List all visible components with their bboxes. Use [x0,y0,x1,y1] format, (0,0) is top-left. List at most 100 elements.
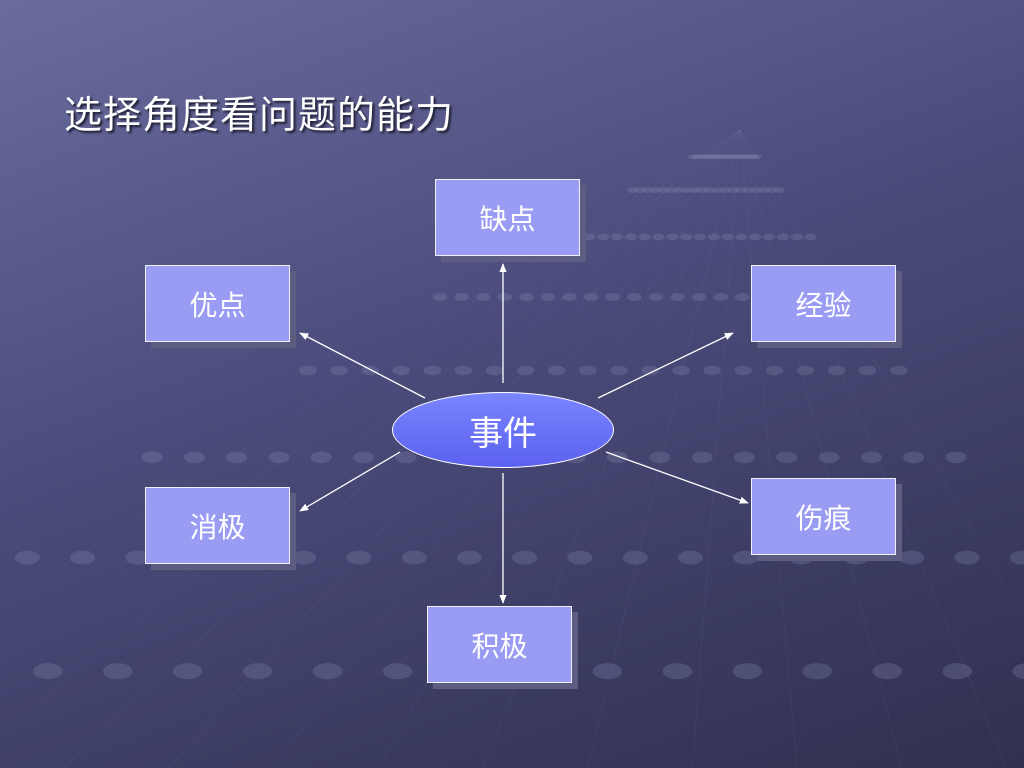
background-dot [666,233,679,241]
node-top: 缺点 [435,179,580,256]
background-dot [547,365,566,376]
background-dot [1009,550,1024,565]
background-dot [624,233,638,241]
background-dot [818,451,840,464]
background-dot [872,663,902,680]
background-dot [672,365,690,376]
background-dot [330,365,348,376]
node-lower-right: 伤痕 [751,478,896,555]
background-dot [361,365,380,376]
background-dot [802,663,832,680]
background-dot [860,451,882,464]
center-event-ellipse: 事件 [392,392,614,468]
background-dot [727,187,739,194]
background-dot [899,550,925,565]
arrow-to-upper-right [597,332,734,399]
background-dot [475,293,491,301]
background-dot [713,293,728,301]
background-dot [774,187,785,194]
background-dot [516,365,535,376]
background-dot [583,233,596,241]
background-dot [622,550,648,565]
background-dot [689,187,700,194]
background-dot [776,233,790,241]
background-dot [718,154,728,160]
arrow-to-upper-left [299,332,426,399]
background-dot [125,550,151,565]
background-dot [687,154,697,160]
background-dot [665,187,677,194]
background-dot [697,154,707,160]
background-dot [696,187,708,194]
background-grid-line [377,129,741,768]
background-dot [725,154,735,160]
background-dot [749,233,762,241]
background-dot [721,233,734,241]
background-dot [14,550,40,565]
background-dot [650,187,661,194]
background-grid-line [587,129,741,768]
background-dot [735,233,748,241]
node-upper-left: 优点 [145,265,290,342]
background-dot [903,451,925,464]
background-dot [776,451,798,464]
background-dot [268,451,290,464]
background-dot [753,154,763,160]
background-dot [652,233,665,241]
background-dot [540,293,556,301]
background-grid-line [63,129,741,768]
background-dot [942,663,972,680]
background-dot [485,365,504,376]
background-dot [626,187,638,194]
background-dot [1012,663,1024,680]
background-dot [592,663,623,680]
background-dot [751,187,762,194]
background-dot [735,293,750,301]
background-dot [746,154,756,160]
background-dot [353,451,375,464]
background-dot [691,451,713,464]
background-dot [299,365,317,376]
background-dot [642,187,653,194]
background-dot [681,187,692,194]
background-dot [33,663,63,680]
background-dot [291,550,317,565]
background-dot [734,451,755,464]
background-dot [454,293,469,301]
background-grid-line [739,129,1008,768]
background-dot [649,451,671,464]
slide-title: 选择角度看问题的能力 [64,93,455,137]
background-dot [735,187,746,194]
background-dot [634,187,645,194]
background-dot [732,663,763,680]
background-grid-line [691,129,741,768]
background-dot [497,293,513,301]
background-dot [765,365,784,376]
background-dot [707,233,720,241]
node-lower-left: 消极 [145,487,290,564]
background-grid-line [739,129,903,768]
background-dot [395,451,417,464]
background-dot [392,365,411,376]
background-grid-line [0,129,741,664]
background-grid-line [0,129,741,736]
background-dot [310,451,332,464]
background-dot [691,293,707,301]
background-dot [729,154,738,160]
background-dot [680,233,693,241]
background-dot [734,365,753,376]
background-dot [423,365,442,376]
background-dot [638,233,651,241]
background-dot [732,154,742,160]
background-dot [382,663,413,680]
background-dot [605,293,620,301]
background-dot [401,550,427,565]
background-dot [712,187,723,194]
background-dot [103,663,133,680]
background-dot [945,451,967,464]
background-dot [512,550,538,565]
background-dot [583,293,599,301]
background-dot [567,550,593,565]
background-dot [312,663,343,680]
